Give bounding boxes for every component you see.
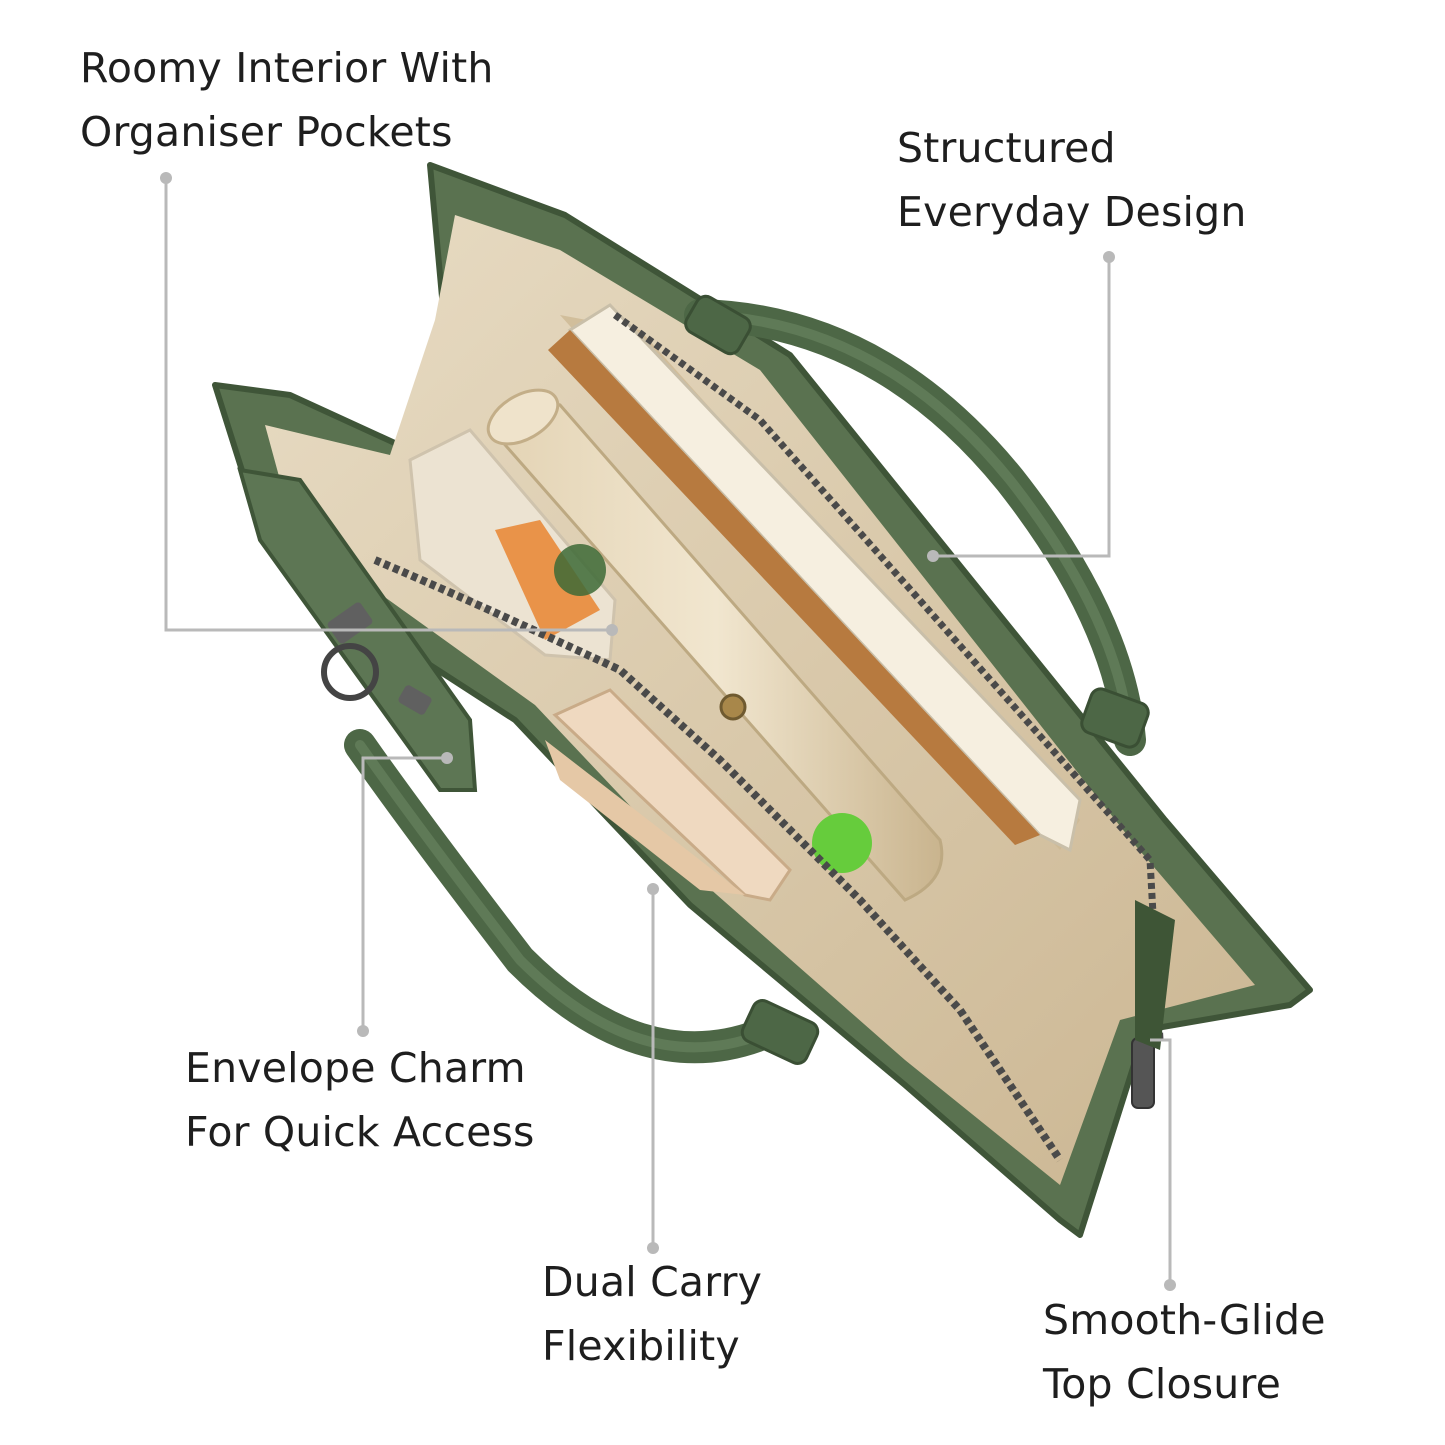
zipper-back bbox=[612, 312, 1164, 1041]
callout-struct-line2: Everyday Design bbox=[897, 188, 1247, 236]
callout-dot-icon bbox=[160, 172, 172, 184]
callout-dot-icon bbox=[647, 1242, 659, 1254]
callout-line-roomy bbox=[164, 178, 612, 632]
callout-lines bbox=[164, 178, 1172, 1285]
zipper-pull-icon bbox=[1131, 1037, 1155, 1109]
callout-dual-carry: Dual Carry Flexibility bbox=[542, 1250, 762, 1378]
callout-dot-icon bbox=[1103, 251, 1115, 263]
callout-smooth-line1: Smooth-Glide bbox=[1043, 1296, 1326, 1344]
zipper-tab bbox=[1135, 900, 1175, 1050]
wallet bbox=[545, 688, 792, 902]
callout-line-struct bbox=[933, 257, 1111, 558]
callout-line-smooth bbox=[1150, 1038, 1172, 1285]
notebook bbox=[548, 303, 1082, 853]
callout-roomy-interior: Roomy Interior With Organiser Pockets bbox=[80, 36, 494, 164]
zipper-front bbox=[373, 556, 1064, 1163]
callout-dual-line2: Flexibility bbox=[542, 1322, 740, 1370]
snack-pouch bbox=[408, 428, 617, 662]
callout-dual-line1: Dual Carry bbox=[542, 1258, 763, 1306]
cylinder-case bbox=[486, 388, 944, 902]
clasp-icon bbox=[719, 693, 747, 721]
callout-smooth-line2: Top Closure bbox=[1043, 1360, 1282, 1408]
callout-struct-line1: Structured bbox=[897, 124, 1116, 172]
callout-dot-icon bbox=[606, 624, 618, 636]
callout-smooth-closure: Smooth-Glide Top Closure bbox=[1043, 1288, 1326, 1416]
callout-roomy-line2: Organiser Pockets bbox=[80, 108, 453, 156]
callout-dot-icon bbox=[1164, 1279, 1176, 1291]
callout-dot-icon bbox=[927, 550, 939, 562]
ring-icon bbox=[321, 643, 379, 701]
callout-dot-icon bbox=[647, 883, 659, 895]
green-lid bbox=[812, 813, 872, 873]
callout-dots bbox=[160, 172, 1176, 1291]
callout-envelope-line1: Envelope Charm bbox=[185, 1044, 526, 1092]
callout-envelope-line2: For Quick Access bbox=[185, 1108, 535, 1156]
callout-roomy-line1: Roomy Interior With bbox=[80, 44, 494, 92]
callout-dot-icon bbox=[441, 752, 453, 764]
callout-envelope-charm: Envelope Charm For Quick Access bbox=[185, 1036, 535, 1164]
callout-structured-design: Structured Everyday Design bbox=[897, 116, 1247, 244]
callout-line-envelope bbox=[361, 756, 447, 1031]
callout-dot-icon bbox=[357, 1025, 369, 1037]
